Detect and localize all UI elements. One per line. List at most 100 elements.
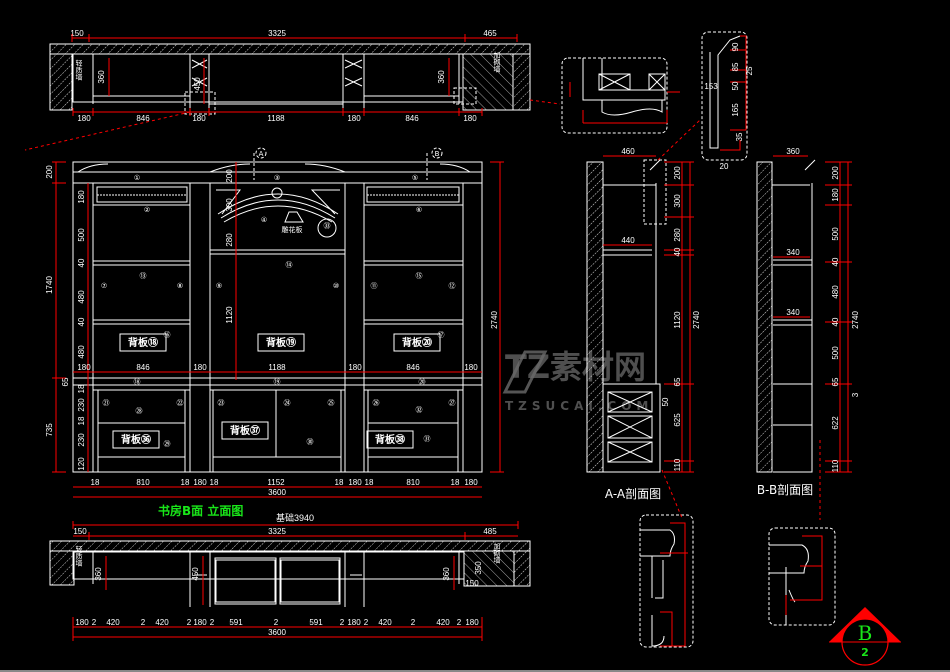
carving-label: 雕花板	[282, 225, 303, 234]
cabinet-outline	[72, 53, 464, 103]
dim-label: 85	[731, 62, 740, 71]
dim-label: 450	[191, 567, 200, 581]
dim-label: 40	[77, 317, 86, 326]
dim-label: 180	[464, 478, 478, 487]
sheet-number: 2	[861, 646, 869, 659]
section-bb: 360 340 340 200180500404804050065622110 …	[756, 147, 860, 497]
part-number: ㉓	[218, 399, 225, 407]
dim-label: 846	[136, 114, 150, 123]
dim-label: 622	[831, 416, 840, 430]
dim-label: 18	[210, 478, 219, 487]
dim-label: 485	[483, 527, 497, 536]
dim-label: 18	[77, 416, 86, 425]
dim-label: 50	[661, 397, 670, 406]
dim-label: 810	[406, 478, 420, 487]
dim-label: 180	[193, 478, 207, 487]
part-number: ③	[274, 174, 280, 182]
dim-label: 50	[731, 81, 740, 90]
dim-label: 2740	[692, 311, 701, 329]
dim-label: 2	[457, 618, 462, 627]
dim-label: 200	[673, 166, 682, 180]
dim-label: 2	[411, 618, 416, 627]
part-number: ㉛	[424, 435, 431, 443]
dim-label: 165	[731, 103, 740, 117]
section-marker-b: B	[435, 150, 440, 158]
dim-label: 420	[155, 618, 169, 627]
dim-label: 340	[786, 308, 800, 317]
dim-label: 180	[77, 363, 91, 372]
dim-label: 360	[442, 567, 451, 581]
dim-label: 591	[229, 618, 243, 627]
wall-label: 加砌墙	[493, 51, 501, 74]
dim-label: 18	[335, 478, 344, 487]
dim-label: 846	[405, 114, 419, 123]
top-plan-view: 150 3325 465 180 846 180 1188 180 846 18…	[24, 29, 561, 151]
section-marker-a: A	[259, 150, 264, 158]
dim-label: 180	[77, 190, 86, 204]
watermark: TZ素材网 TZSUCAI.COM	[502, 348, 648, 413]
dim-label: 200	[225, 169, 234, 183]
dim-label: 40	[77, 258, 86, 267]
wall-label: 轻质墙	[75, 545, 83, 568]
dim-label: 3600	[268, 488, 286, 497]
dim-label: 420	[106, 618, 120, 627]
dim-label: 2740	[851, 311, 860, 329]
dim-label: 500	[831, 227, 840, 241]
elevation-view: 雕花板 A B 200 1740 735 2740 18050040480404…	[45, 147, 504, 523]
part-number: ⑮	[416, 272, 423, 280]
watermark-brand: TZ素材网	[505, 348, 646, 386]
dim-label: 480	[831, 285, 840, 299]
wall-label: 加砌墙	[493, 542, 501, 565]
dim-label: 625	[673, 413, 682, 427]
back-panel-box	[112, 430, 160, 449]
dim-label: 480	[77, 290, 86, 304]
dim-label: 230	[77, 398, 86, 412]
part-number: ⑫	[449, 282, 456, 290]
dim-label: 180	[831, 188, 840, 202]
back-panel-label: 背板㊱	[121, 433, 151, 446]
dim-label: 280	[673, 228, 682, 242]
dim-label: 18	[181, 478, 190, 487]
dim-label: 18	[77, 384, 86, 393]
part-number: ㉕	[328, 399, 335, 407]
dim-label: 110	[831, 459, 840, 472]
dim-label: 2	[92, 618, 97, 627]
dim-label: 3325	[268, 29, 286, 38]
dim-label: 3	[851, 392, 860, 397]
part-number: ㉔	[284, 399, 291, 407]
part-number: ⑭	[286, 261, 293, 269]
back-panel-box	[366, 430, 414, 449]
part-number: ⑪	[371, 282, 378, 290]
wall-hatch-left	[49, 53, 73, 111]
dim-label: 440	[621, 236, 635, 245]
part-number: ⑰	[438, 331, 445, 339]
dim-label: 180	[75, 618, 89, 627]
back-panel-box	[257, 333, 305, 352]
part-number: ㉘	[136, 407, 143, 415]
dim-label: 65	[673, 377, 682, 386]
part-number: ㉖	[373, 399, 380, 407]
dim-label: 846	[406, 363, 420, 372]
part-number: ⑦	[101, 282, 107, 290]
dim-label: 180	[192, 114, 206, 123]
dim-label: 465	[483, 29, 497, 38]
dim-label: 591	[309, 618, 323, 627]
dim-label: 2	[210, 618, 215, 627]
dim-label: 420	[436, 618, 450, 627]
back-panel-label: 背板⑱	[128, 336, 158, 349]
dim-label: 65	[831, 377, 840, 386]
sheet-marker: B 2	[829, 607, 901, 666]
dim-label: 3325	[268, 527, 286, 536]
part-number: ㉑	[103, 399, 110, 407]
dim-label: 846	[136, 363, 150, 372]
dim-label: 180	[193, 363, 207, 372]
dim-label: 20	[720, 162, 729, 171]
dim-label: 18	[365, 478, 374, 487]
part-number: ⑤	[412, 174, 418, 182]
elevation-outline	[72, 161, 483, 473]
back-panel-box	[119, 333, 167, 352]
dim-label: 35	[735, 132, 744, 141]
foundation-label: 基础3940	[276, 512, 314, 523]
part-number: ㉗	[449, 399, 456, 407]
dim-label: 40	[673, 247, 682, 256]
